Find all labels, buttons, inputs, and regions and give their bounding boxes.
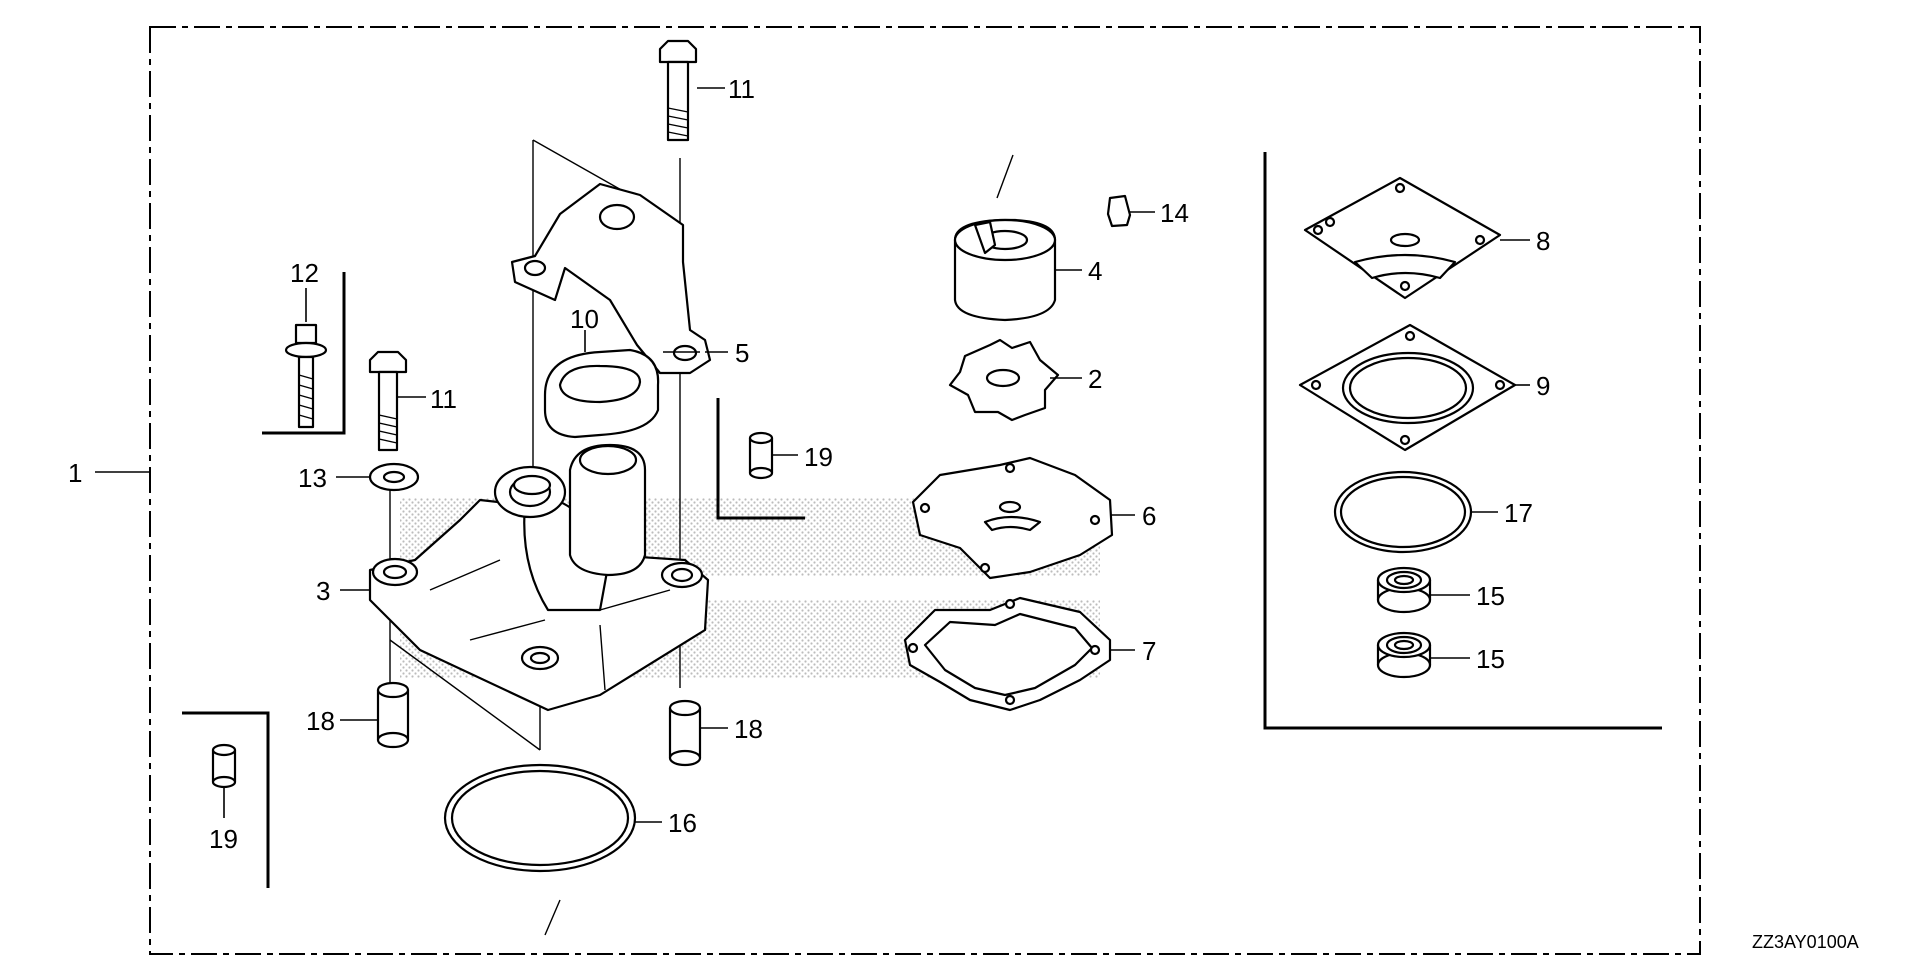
seal-10 <box>543 348 660 439</box>
callout-15-lower: 15 <box>1476 644 1505 674</box>
spacer-18-left <box>376 681 410 749</box>
callout-12: 12 <box>290 258 319 288</box>
callout-11-lower: 11 <box>430 384 457 414</box>
callout-5: 5 <box>735 338 749 368</box>
callout-13: 13 <box>298 463 327 493</box>
reference-code: ZZ3AY0100A <box>1752 932 1859 952</box>
callout-2: 2 <box>1088 364 1102 394</box>
callout-11-upper: 11 <box>728 74 755 104</box>
key-14 <box>1106 194 1132 228</box>
callout-18-left: 18 <box>306 706 335 736</box>
callout-1: 1 <box>68 458 82 488</box>
callout-10: 10 <box>570 304 599 334</box>
bearing-15-lower <box>1376 631 1432 679</box>
gasket-9 <box>1298 323 1517 452</box>
bolt-lower <box>368 350 408 452</box>
kit-frame <box>149 26 1701 955</box>
callout-7: 7 <box>1142 636 1156 666</box>
plate-8 <box>1303 176 1502 300</box>
plate-6 <box>911 456 1114 580</box>
callout-9: 9 <box>1536 371 1550 401</box>
pin-19-lower <box>211 743 237 789</box>
washer-13 <box>368 462 420 492</box>
bolt-upper <box>658 39 698 142</box>
impeller-housing <box>953 218 1057 322</box>
leader-lines <box>223 87 1530 823</box>
callout-18-right: 18 <box>734 714 763 744</box>
oring-17 <box>1333 470 1473 554</box>
oring-16 <box>443 763 637 873</box>
callout-8: 8 <box>1536 226 1550 256</box>
bracket <box>510 182 712 375</box>
callout-17: 17 <box>1504 498 1533 528</box>
callout-6: 6 <box>1142 501 1156 531</box>
impeller <box>948 338 1060 422</box>
callout-3: 3 <box>316 576 330 606</box>
pin-19-upper <box>748 431 774 480</box>
bearing-15-upper <box>1376 566 1432 614</box>
pump-housing <box>368 443 710 712</box>
callout-19-lower: 19 <box>209 824 238 854</box>
callout-16: 16 <box>668 808 697 838</box>
callout-4: 4 <box>1088 256 1102 286</box>
bolt-12 <box>284 323 328 429</box>
callouts: 1 11 12 10 5 11 13 19 3 18 18 19 16 14 4… <box>68 74 1550 854</box>
spacer-18-right <box>668 699 702 767</box>
gasket-7 <box>903 596 1112 712</box>
section-rules <box>182 152 1662 888</box>
callout-15-upper: 15 <box>1476 581 1505 611</box>
callout-19-upper: 19 <box>804 442 833 472</box>
callout-14: 14 <box>1160 198 1189 228</box>
